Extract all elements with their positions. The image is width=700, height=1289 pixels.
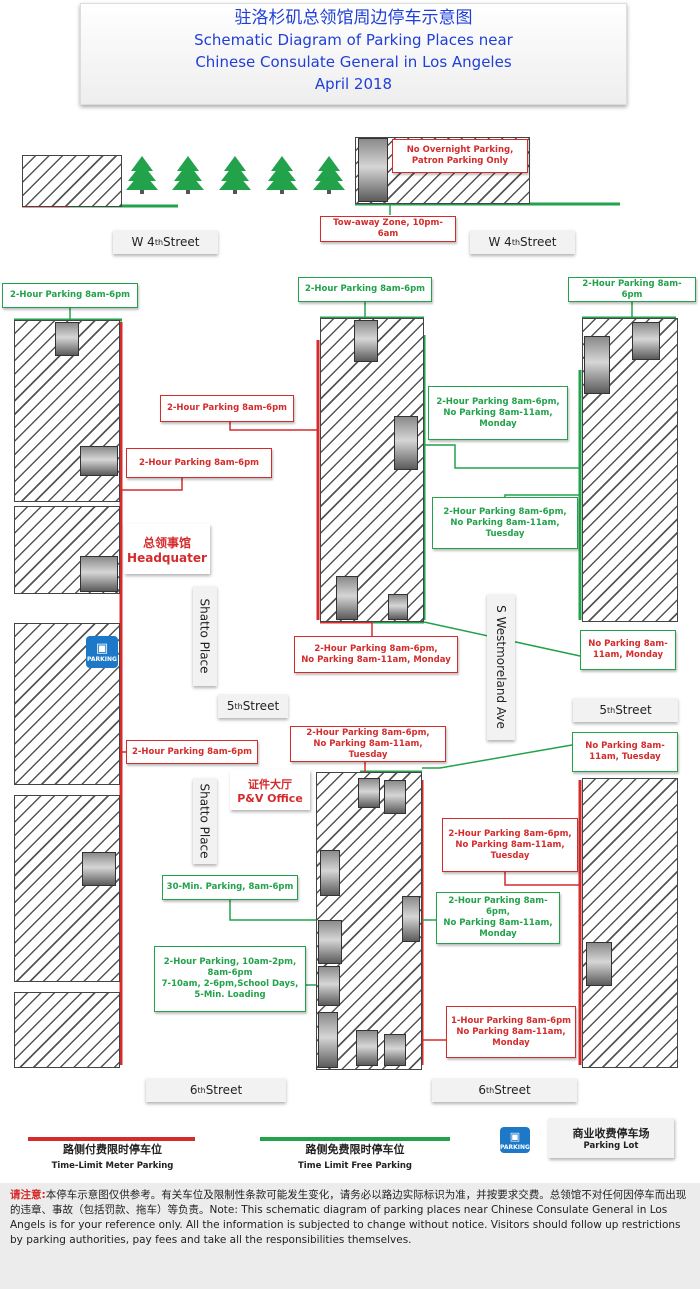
label-green-monday: 2-Hour Parking 8am-6pm,No Parking 8am-11… xyxy=(428,386,568,440)
building-top-left xyxy=(22,155,122,207)
street-shatto-place-top: Shatto Place xyxy=(193,586,217,686)
label-red-mid-left-2hour: 2-Hour Parking 8am-6pm xyxy=(160,395,294,422)
street-photo xyxy=(82,852,116,886)
tree-icon xyxy=(313,156,345,194)
notice-text: 本停车示意图仅供参考。有关车位及限制性条款可能发生变化，请务必以路边实际标识为准… xyxy=(10,1189,687,1246)
title-date: April 2018 xyxy=(314,75,393,93)
label-green-tuesday: 2-Hour Parking 8am-6pm,No Parking 8am-11… xyxy=(432,497,578,549)
sign-photo xyxy=(394,416,418,470)
street-photo xyxy=(80,556,118,592)
consulate-headquarter-label: 总领事馆 Headquater xyxy=(124,524,210,574)
title-line-1: Schematic Diagram of Parking Places near xyxy=(194,31,513,49)
legend-lot-english: Parking Lot xyxy=(583,1141,639,1151)
sign-photo xyxy=(318,1012,338,1068)
sign-photo xyxy=(318,966,340,1006)
legend-parking-lot-box: 商业收费停车场 Parking Lot xyxy=(548,1118,674,1158)
notice-label: 请注意: xyxy=(10,1189,46,1201)
sign-photo xyxy=(320,850,340,896)
label-right-top-2hour: 2-Hour Parking 8am-6pm xyxy=(568,277,696,302)
label-red-hq-2hour: 2-Hour Parking 8am-6pm xyxy=(126,448,272,478)
legend-free-english: Time Limit Free Parking xyxy=(298,1161,412,1171)
block-middle-top xyxy=(320,318,424,622)
tree-icon xyxy=(219,156,251,194)
label-tow-away-zone: Tow-away Zone, 10pm-6am xyxy=(320,216,456,242)
block-left-4 xyxy=(14,795,120,982)
block-right-bottom xyxy=(582,778,678,1068)
street-s-westmoreland-ave: S Westmoreland Ave xyxy=(487,594,515,740)
sign-photo xyxy=(402,896,420,942)
hq-english: Headquater xyxy=(127,550,207,565)
label-red-left-lower-2hour: 2-Hour Parking 8am-6pm xyxy=(126,740,258,764)
disclaimer-notice: 请注意:本停车示意图仅供参考。有关车位及限制性条款可能发生变化，请务必以路边实际… xyxy=(0,1183,700,1289)
title-box: 驻洛杉矶总领馆周边停车示意图 Schematic Diagram of Park… xyxy=(80,3,627,105)
sign-photo xyxy=(358,778,380,808)
label-green-30min: 30-Min. Parking, 8am-6pm xyxy=(162,875,298,900)
sign-photo xyxy=(388,594,408,620)
sign-photo xyxy=(632,322,660,360)
label-green-lower-monday: 2-Hour Parking 8am-6pm,No Parking 8am-11… xyxy=(436,892,560,944)
title-line-2: Chinese Consulate General in Los Angeles xyxy=(195,53,512,71)
sign-photo xyxy=(384,1034,406,1066)
label-red-right-tuesday: 2-Hour Parking 8am-6pm,No Parking 8am-11… xyxy=(442,818,578,872)
legend-parking-lot-icon: ▣PARKING xyxy=(500,1127,530,1153)
label-no-parking-tuesday: No Parking 8am-11am, Tuesday xyxy=(572,732,678,772)
sign-photo xyxy=(55,322,79,356)
sign-photo xyxy=(336,576,358,620)
pv-office-label: 证件大厅 P&V Office xyxy=(230,770,310,810)
label-red-pv-tuesday: 2-Hour Parking 8am-6pm,No Parking 8am-11… xyxy=(290,726,446,762)
sign-photo xyxy=(384,780,406,814)
block-left-5 xyxy=(14,992,120,1068)
tree-icon xyxy=(126,156,158,194)
pv-english: P&V Office xyxy=(237,791,303,805)
tree-icon xyxy=(266,156,298,194)
sign-photo xyxy=(356,1030,378,1066)
street-shatto-place-bottom: Shatto Place xyxy=(193,778,217,864)
sign-photo xyxy=(586,942,612,986)
sign-photo xyxy=(318,920,342,964)
street-photo xyxy=(80,446,118,476)
legend-meter-english: Time-Limit Meter Parking xyxy=(51,1161,174,1171)
legend-meter-chinese: 路侧付费限时停车位 xyxy=(63,1143,162,1156)
label-no-parking-monday: No Parking 8am-11am, Monday xyxy=(580,630,676,670)
label-mid-top-2hour: 2-Hour Parking 8am-6pm xyxy=(298,277,432,302)
sign-photo xyxy=(358,138,388,202)
tree-icons xyxy=(126,156,345,194)
sign-photo xyxy=(354,320,378,362)
legend-lot-chinese: 商业收费停车场 xyxy=(572,1127,650,1140)
label-red-mid-bottom-monday: 2-Hour Parking 8am-6pm,No Parking 8am-11… xyxy=(294,636,458,673)
pv-chinese: 证件大厅 xyxy=(248,777,292,791)
legend-free-chinese: 路侧免费限时停车位 xyxy=(305,1143,405,1156)
sign-photo xyxy=(584,336,610,394)
tree-icon xyxy=(172,156,204,194)
label-no-overnight-parking: No Overnight Parking,Patron Parking Only xyxy=(392,139,528,173)
label-left-top-2hour: 2-Hour Parking 8am-6pm xyxy=(2,283,138,308)
title-chinese: 驻洛杉矶总领馆周边停车示意图 xyxy=(234,8,473,28)
hq-chinese: 总领事馆 xyxy=(142,535,191,550)
parking-lot-icon: ▣PARKING xyxy=(86,636,118,668)
